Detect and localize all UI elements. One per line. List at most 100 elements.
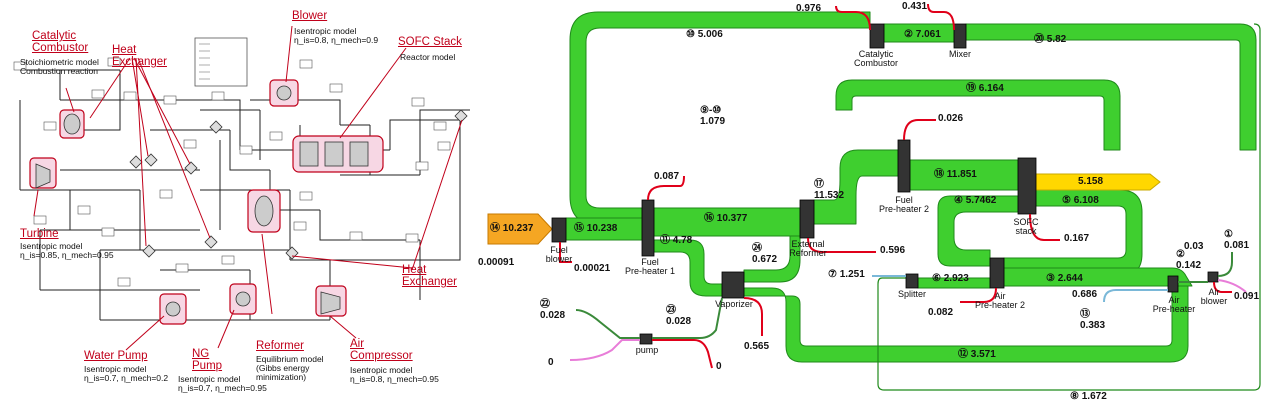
node-catalytic-combustor [869, 23, 885, 49]
value-loss-sofc: 0.167 [1064, 233, 1090, 244]
label-fuel-preheater1: Fuel Pre-heater 1 [624, 257, 676, 277]
value-pump-out: 0 [716, 361, 722, 372]
node-vaporizer [721, 271, 745, 299]
turbine-title: Turbine [20, 228, 59, 240]
node-fuel-preheater2 [897, 139, 911, 193]
air-in-line [1217, 252, 1233, 277]
value-s11: ⑪ 4.78 [660, 235, 693, 246]
loss-sofc-line [1029, 213, 1060, 241]
value-power: 5.158 [1078, 176, 1104, 187]
flow-4 [937, 195, 1019, 267]
ng-pump-title: NG Pump [192, 348, 223, 373]
turbine-desc: Isentropic model η_is=0.85, η_mech=0.95 [20, 241, 114, 260]
flow-19 [835, 79, 1121, 151]
node-air-blower [1207, 271, 1219, 283]
flow-20 [965, 23, 1257, 151]
heat-exchanger-top-title: Heat Exchanger [112, 44, 167, 69]
loss-reformer-line [807, 237, 876, 253]
label-air-blower: Air blower [1200, 287, 1228, 307]
label-air-preheater2: Air Pre-heater 2 [974, 291, 1026, 311]
node-fuel-blower [551, 217, 567, 243]
node-pump [639, 333, 653, 345]
value-loss-air-blower: 0.091 [1234, 291, 1260, 302]
value-loss-fuel-blower: 0.00021 [574, 263, 611, 274]
value-s6: ⑥ 2.923 [932, 273, 969, 284]
label-catalytic-combustor: Catalytic Combustor [853, 49, 898, 69]
ng-pump-desc: Isentropic model η_is=0.7, η_mech=0.95 [178, 374, 267, 393]
value-s24: ㉔ 0.672 [752, 243, 778, 265]
label-air-preheater: Air Pre-heater [1152, 295, 1196, 315]
value-s4: ④ 5.7462 [954, 195, 997, 206]
catalytic-combustor-title: Catalytic Combustor [32, 30, 89, 55]
air-compressor-desc: Isentropic model η_is=0.8, η_mech=0.95 [350, 365, 439, 384]
flow-17 [813, 149, 899, 225]
value-pump-in: 0 [548, 357, 554, 368]
value-loss-aph2: 0.082 [928, 307, 954, 318]
loss-fuel-blower-line [559, 242, 572, 263]
air-pink-line [1217, 279, 1247, 293]
label-fuel-preheater2: Fuel Pre-heater 2 [878, 195, 930, 215]
reformer-title: Reformer [256, 340, 304, 352]
value-s12: ⑫ 3.571 [958, 349, 996, 360]
blower-title: Blower [292, 10, 328, 22]
value-loss-aph: 0.686 [1072, 289, 1098, 300]
value-s5: ⑤ 6.108 [1062, 195, 1099, 206]
value-s7: ⑦ 1.251 [828, 269, 865, 280]
node-sofc-stack [1017, 157, 1037, 215]
node-air-preheater [1167, 275, 1179, 293]
value-s13: ⑬ 0.383 [1080, 309, 1106, 331]
label-fuel-blower: Fuel blower [545, 245, 573, 265]
value-loss-reformer: 0.596 [880, 245, 906, 256]
value-s3: ③ 2.644 [1046, 273, 1083, 284]
heat-exchanger-right-title: Heat Exchanger [402, 264, 457, 289]
node-air-preheater2 [989, 257, 1005, 289]
pump-out-line [652, 339, 713, 369]
process-flowsheet [13, 25, 470, 351]
value-s10: ⑩ 5.006 [686, 29, 723, 40]
value-loss-fph2: 0.026 [938, 113, 964, 124]
stream-13-line [1103, 289, 1168, 303]
reformer-desc: Equilibrium model (Gibbs energy minimiza… [256, 354, 324, 382]
water-pump-title: Water Pump [84, 350, 148, 362]
value-s2: ② 7.061 [904, 29, 941, 40]
node-mixer [953, 23, 967, 49]
value-s20: ⑳ 5.82 [1034, 34, 1067, 45]
blower-desc: Isentropic model η_is=0.8, η_mech=0.9 [294, 26, 379, 45]
pump-in-line [569, 339, 640, 361]
value-s9-10: ⑨-⑩ 1.079 [700, 105, 726, 127]
label-vaporizer: Vaporizer [715, 299, 753, 309]
loss-aph2-line [960, 287, 997, 303]
node-external-reformer [799, 199, 815, 239]
sofc-stack-desc: Reactor model [400, 52, 456, 62]
value-s14: ⑭ 10.237 [490, 223, 534, 234]
value-s16: ⑯ 10.377 [704, 213, 748, 224]
loss-fph2-line [903, 119, 936, 141]
stream-23-line [652, 297, 723, 339]
fuel-inlet-arrow [487, 213, 553, 245]
value-s22: ㉒ 0.028 [540, 299, 566, 321]
label-mixer: Mixer [949, 49, 971, 59]
flow-8 [877, 23, 1261, 391]
value-s1: ① 0.081 [1224, 229, 1250, 251]
node-fuel-preheater1 [641, 199, 655, 257]
loss-combustor-line [835, 5, 871, 31]
sofc-stack-title: SOFC Stack [398, 36, 462, 48]
value-loss-fph1: 0.087 [654, 171, 680, 182]
loss-mixer-line [927, 3, 955, 31]
label-external-reformer: External Reformer [789, 239, 827, 259]
loss-fph1-line [647, 175, 685, 201]
value-s18: ⑱ 11.851 [934, 169, 977, 180]
catalytic-combustor-desc: Stoichiometric model Combustion reaction [20, 57, 99, 76]
label-sofc-stack: SOFC stack [1013, 217, 1039, 237]
value-loss-combustor: 0.976 [796, 3, 822, 14]
value-loss-fuel-in: 0.00091 [478, 257, 515, 268]
air-compressor-title: Air Compressor [350, 338, 413, 363]
value-loss-vaporizer: 0.565 [744, 341, 770, 352]
label-splitter: Splitter [897, 289, 926, 299]
node-splitter [905, 273, 919, 289]
value-s23: ㉓ 0.028 [666, 305, 692, 327]
loss-air-blower-line [1213, 281, 1232, 293]
value-s19: ⑲ 6.164 [966, 83, 1004, 94]
